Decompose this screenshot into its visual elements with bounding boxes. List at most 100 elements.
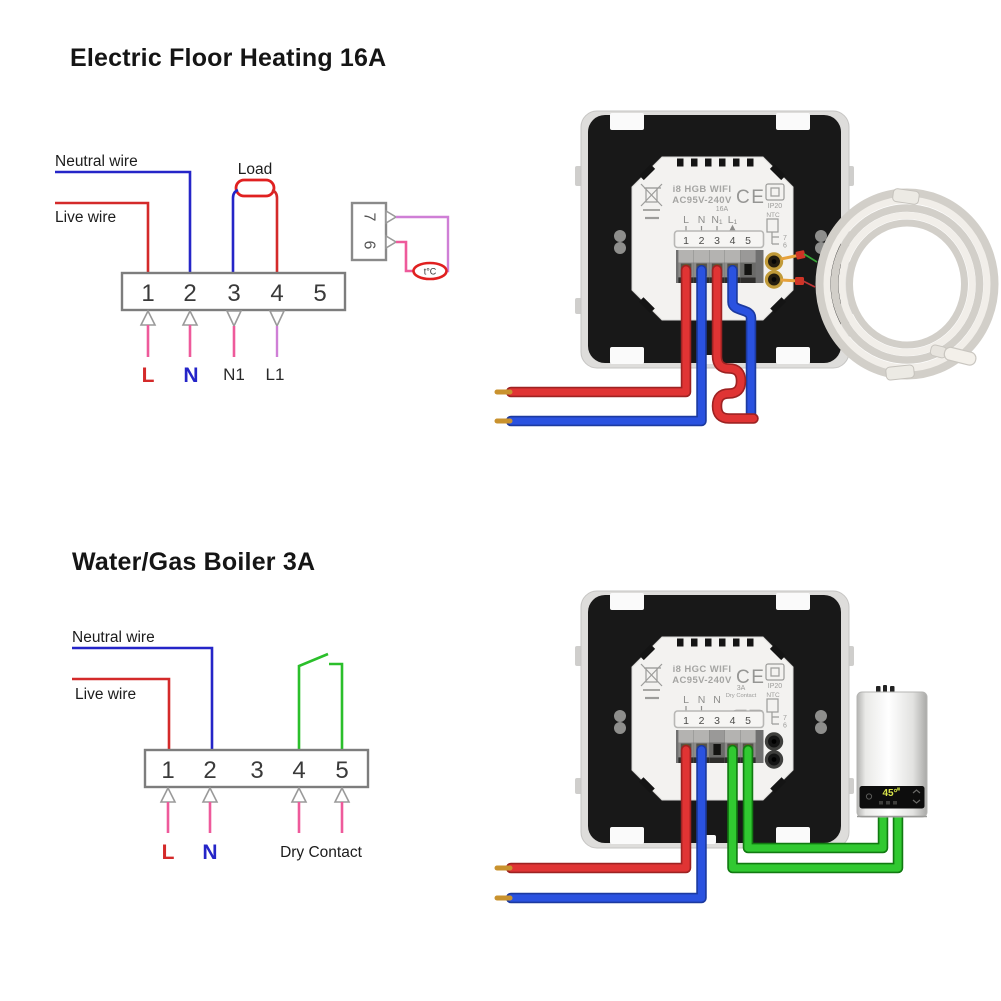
neutral-wire-line xyxy=(72,646,214,750)
load-live-line xyxy=(271,188,279,273)
load-label: Load xyxy=(238,161,272,178)
thermostat1-wires xyxy=(494,264,759,427)
model-text: i8 HGB WIFI xyxy=(673,184,732,195)
terminal-number: 1 xyxy=(683,235,689,247)
terminal-strip xyxy=(120,271,347,312)
terminal-label-n: N xyxy=(713,694,721,706)
weee-icon xyxy=(640,663,663,691)
terminal-number: 3 xyxy=(714,235,720,247)
sensor-terminal-box xyxy=(350,201,388,262)
thermostat2-wires xyxy=(494,744,904,904)
terminal-number: 5 xyxy=(745,235,751,247)
ip20-icon xyxy=(765,663,785,681)
terminal-number: 5 xyxy=(313,280,326,307)
boiler-display: 45° xyxy=(882,788,897,799)
section1-title: Electric Floor Heating 16A xyxy=(70,44,387,72)
ntc-label: NTC xyxy=(766,212,780,219)
terminal-number: 4 xyxy=(270,280,283,307)
weee-icon xyxy=(640,183,663,211)
label-l: L xyxy=(162,841,175,864)
terminal-label-l: L xyxy=(683,694,689,706)
thermostat-boiler: i8 HGC WIFI AC95V-240V CE IP20 3A Dry Co… xyxy=(494,590,904,904)
terminal-number: 1 xyxy=(141,280,154,307)
terminal-label-l1: L₁ xyxy=(728,214,738,226)
ntc-label: NTC xyxy=(766,692,780,699)
terminal-number: 4 xyxy=(730,715,736,727)
terminal-arrows xyxy=(139,309,286,357)
live-wire-line xyxy=(55,201,150,273)
label-n: N xyxy=(202,841,217,864)
svg-text:7: 7 xyxy=(783,235,787,242)
terminal-number: 1 xyxy=(161,757,174,784)
terminal-label-n: N xyxy=(698,214,706,226)
terminal-arrows xyxy=(159,786,351,833)
sensor-probe-tip xyxy=(929,344,977,366)
rating-sub-text: Dry Contact xyxy=(726,693,757,699)
terminal-number-strip xyxy=(673,230,765,249)
temperature-probe-label: t°C xyxy=(424,267,437,277)
terminal-number: 2 xyxy=(699,235,705,247)
boiler-control-panel xyxy=(859,786,925,809)
voltage-text: AC95V-240V xyxy=(672,675,732,686)
dry-contact-switch-hook xyxy=(329,662,344,750)
floor-sensor-cable-coil xyxy=(815,188,999,381)
sensor-wire-6 xyxy=(396,240,413,273)
terminal-number: 2 xyxy=(699,715,705,727)
terminal-number: 4 xyxy=(730,235,736,247)
neutral-wire-label: Neutral wire xyxy=(55,153,138,170)
ip-rating-text: IP20 xyxy=(768,683,783,690)
boiler-down-button xyxy=(912,799,921,804)
thermostat-floor-heating: i8 HGB WIFI AC95V-240V CE IP20 16A L N N… xyxy=(494,110,855,427)
boiler-power-button xyxy=(865,793,873,800)
ce-mark: CE xyxy=(736,667,765,688)
terminal-number: 5 xyxy=(745,715,751,727)
label-n: N xyxy=(183,364,198,387)
ip20-icon xyxy=(765,183,785,201)
terminal-strip xyxy=(143,748,370,789)
live-wire-label: Live wire xyxy=(55,209,116,226)
live-wire-line xyxy=(72,677,171,750)
temperature-probe-symbol xyxy=(412,261,448,281)
label-l: L xyxy=(142,364,155,387)
neutral-wire-label: Neutral wire xyxy=(72,629,155,646)
terminal-number: 4 xyxy=(292,757,305,784)
schematic-floor-heating: Neutral wire Live wire Load 1 2 3 4 5 L … xyxy=(55,153,450,387)
svg-text:6: 6 xyxy=(783,243,787,250)
terminal-number-strip xyxy=(673,710,765,729)
terminal-number: 2 xyxy=(183,280,196,307)
sensor-screw-terminals xyxy=(764,250,818,289)
rating-text: 16A xyxy=(716,206,729,213)
terminal-label-n1: N₁ xyxy=(711,214,723,226)
load-symbol xyxy=(234,178,276,198)
sensor-screw-terminals xyxy=(764,732,784,769)
neutral-wire-line xyxy=(55,170,192,273)
rating-text: 3A xyxy=(737,685,746,692)
svg-text:6: 6 xyxy=(783,723,787,730)
ip-rating-text: IP20 xyxy=(768,203,783,210)
sensor-terminal-7: 7 xyxy=(361,213,378,222)
section2-title: Water/Gas Boiler 3A xyxy=(72,548,316,576)
dry-contact-switch-blade xyxy=(297,652,329,750)
ce-mark: CE xyxy=(736,187,765,208)
terminal-number: 3 xyxy=(227,280,240,307)
sensor-terminal-6: 6 xyxy=(361,241,378,250)
terminal-number: 2 xyxy=(203,757,216,784)
model-text: i8 HGC WIFI xyxy=(673,664,732,675)
svg-text:7: 7 xyxy=(783,715,787,722)
terminal-label-n: N xyxy=(698,694,706,706)
ntc-sensor-block: NTC 7 6 xyxy=(766,692,787,730)
boiler-up-button xyxy=(912,789,921,794)
floor-sensor-circuit: 7 6 t°C xyxy=(350,201,450,281)
terminal-label-l: L xyxy=(683,214,689,226)
terminal-number: 5 xyxy=(335,757,348,784)
terminal-number: 1 xyxy=(683,715,689,727)
live-wire-label: Live wire xyxy=(75,686,136,703)
terminal-number: 3 xyxy=(714,715,720,727)
label-n1: N1 xyxy=(223,365,245,384)
schematic-boiler: Neutral wire Live wire 1 2 3 4 5 L N Dry… xyxy=(72,629,370,864)
ntc-sensor-block: NTC 7 6 xyxy=(766,212,787,250)
voltage-text: AC95V-240V xyxy=(672,195,732,206)
gas-boiler: 45° xyxy=(856,685,928,818)
